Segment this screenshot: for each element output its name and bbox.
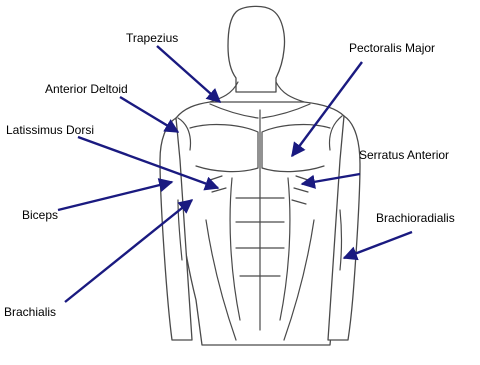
label-anterior-deltoid: Anterior Deltoid: [45, 82, 128, 96]
label-brachialis: Brachialis: [4, 305, 56, 319]
label-pectoralis-major: Pectoralis Major: [349, 41, 435, 55]
body-figure: [160, 6, 360, 345]
label-latissimus-dorsi: Latissimus Dorsi: [6, 123, 94, 137]
torso-outline: [171, 102, 351, 345]
label-trapezius: Trapezius: [126, 31, 178, 45]
label-brachioradialis: Brachioradialis: [376, 211, 455, 225]
arrow-biceps: [58, 182, 172, 210]
arrow-trapezius: [157, 46, 220, 102]
arrow-anterior-deltoid: [120, 97, 178, 132]
head: [228, 6, 285, 92]
neck-line: [210, 82, 238, 102]
label-serratus-anterior: Serratus Anterior: [359, 148, 449, 162]
label-biceps: Biceps: [22, 208, 58, 222]
neck-line-right: [276, 82, 304, 102]
